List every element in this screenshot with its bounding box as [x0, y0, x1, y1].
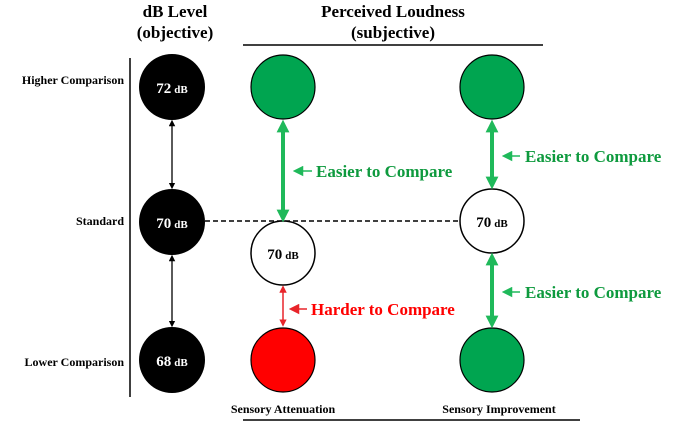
objective-lower-circle [139, 327, 205, 393]
perceived-header: Perceived Loudness [321, 2, 465, 21]
attenuation-standard-circle [250, 220, 316, 286]
improvement-higher-circle [459, 54, 525, 120]
improvement-upper-label: Easier to Compare [525, 147, 662, 166]
attenuation-easier-label: Easier to Compare [316, 162, 453, 181]
attenuation-column-label: Sensory Attenuation [231, 402, 336, 416]
improvement-lower-label: Easier to Compare [525, 283, 662, 302]
db-level-header: dB Level [143, 2, 208, 21]
perceived-subheader: (subjective) [351, 23, 435, 42]
row-label-lower: Lower Comparison [25, 355, 125, 369]
attenuation-harder-label: Harder to Compare [311, 300, 455, 319]
objective-higher-circle [139, 54, 205, 120]
improvement-column-label: Sensory Improvement [442, 402, 555, 416]
row-label-higher: Higher Comparison [22, 73, 124, 87]
improvement-lower-circle [459, 327, 525, 393]
row-label-standard: Standard [76, 214, 124, 228]
attenuation-higher-circle [250, 54, 316, 120]
db-level-subheader: (objective) [137, 23, 213, 42]
objective-standard-circle [139, 189, 205, 255]
improvement-standard-circle [459, 188, 525, 254]
attenuation-lower-circle [250, 327, 316, 393]
